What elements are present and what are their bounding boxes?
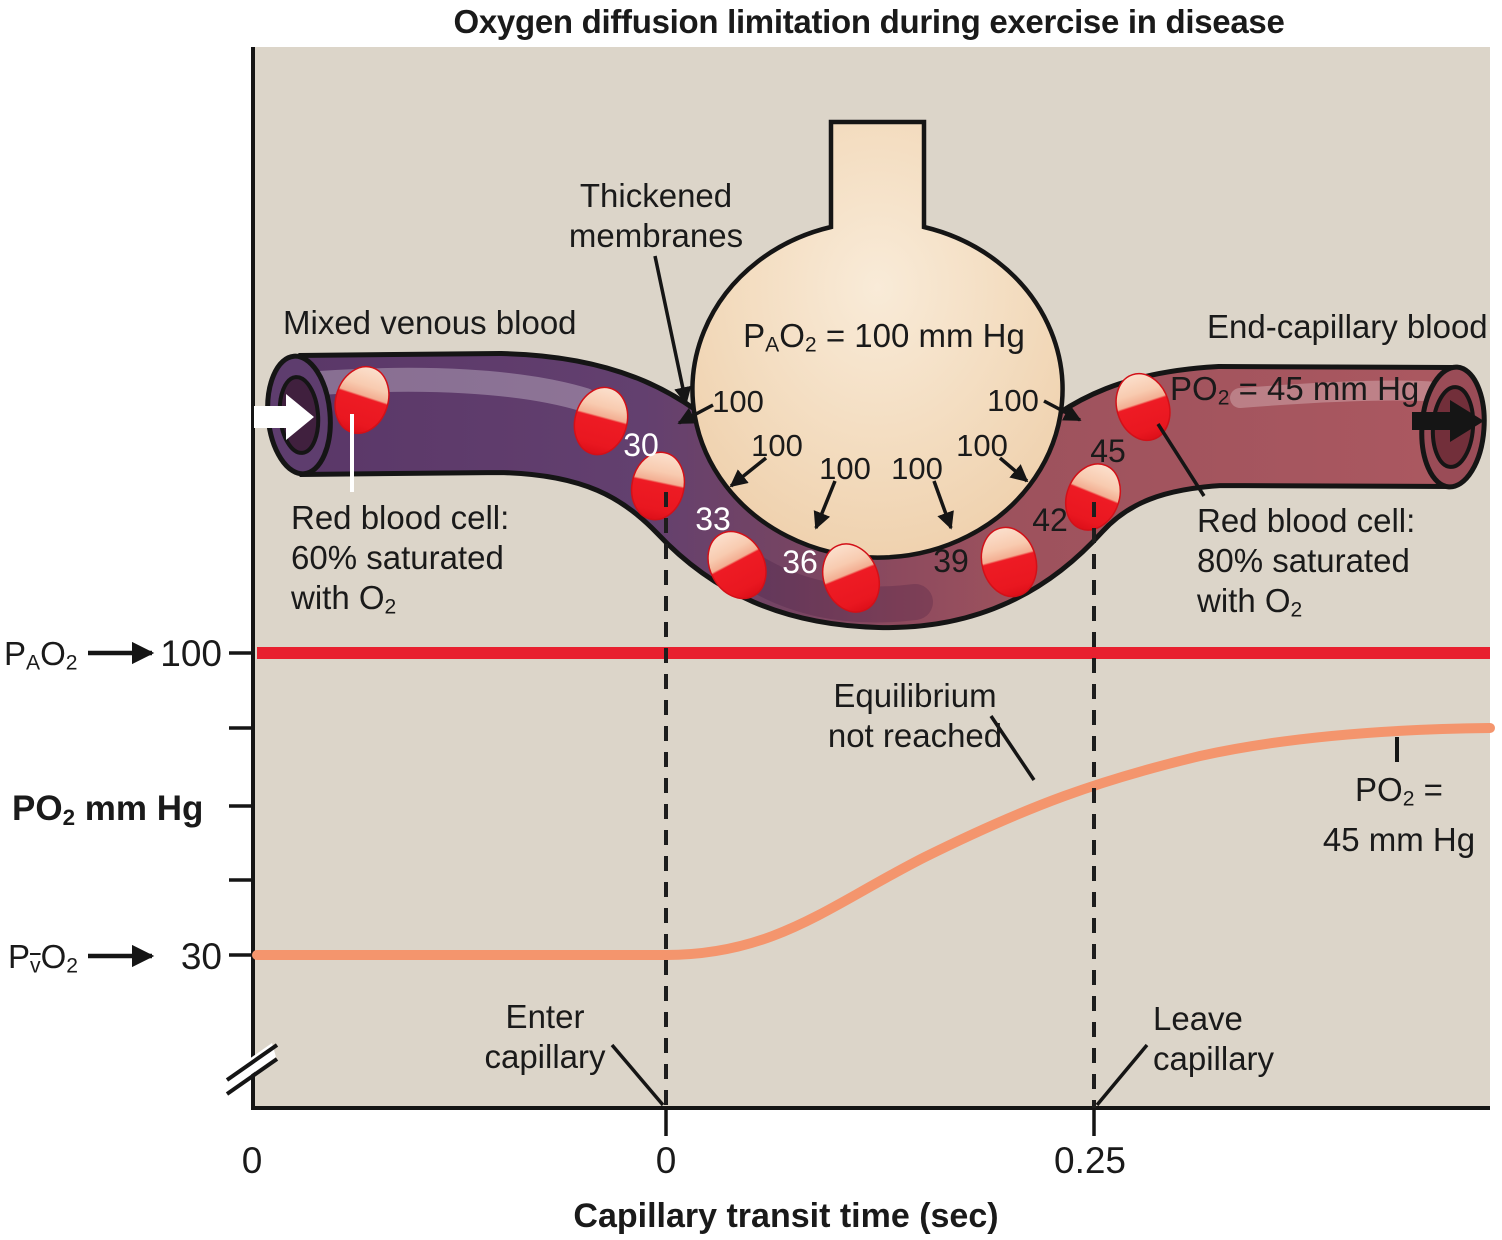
figure-title: Oxygen diffusion limitation during exerc…	[453, 3, 1285, 40]
red-blood-cell	[1115, 372, 1171, 442]
equilibrium-line1: Equilibrium	[833, 677, 997, 714]
diffusion-value-label: 100	[987, 383, 1039, 418]
enter-capillary-pointer-line	[610, 1043, 665, 1107]
pao2-axis-label: PAO2	[4, 635, 78, 675]
end-capillary-po2-label: PO2 = 45 mm Hg	[1170, 370, 1420, 410]
alveolus	[690, 119, 1065, 560]
vessel-highlight-right	[1230, 380, 1448, 408]
cell-po2-value: 30	[623, 427, 659, 463]
capillary-vessel	[298, 350, 1453, 631]
capillary-po2-curve	[252, 723, 1495, 960]
rbc-right-label: Red blood cell: 80% saturated with O2	[1197, 501, 1415, 631]
leave-capillary-line2: capillary	[1153, 1040, 1275, 1077]
rbc-right-line3: with O2	[1197, 582, 1303, 622]
curve-end-line1: PO2 =	[1355, 771, 1443, 811]
rbc-right-line1: Red blood cell:	[1197, 502, 1416, 539]
red-blood-cell	[821, 543, 881, 613]
cell-po2-value: 36	[782, 544, 818, 580]
leave-capillary-pointer-line	[1095, 1043, 1149, 1107]
x-axis-title: Capillary transit time (sec)	[573, 1197, 999, 1235]
red-blood-cell	[707, 530, 767, 600]
equilibrium-line2: not reached	[827, 717, 1003, 754]
enter-capillary-line2: capillary	[484, 1038, 606, 1075]
rbc-right-pointer-line	[1156, 423, 1206, 497]
blood-flow-out-arrow	[1412, 400, 1484, 442]
thickened-membranes-line2: membranes	[568, 217, 744, 254]
diffusion-value-label: 100	[751, 428, 803, 463]
pvo2-tick-value: 30	[180, 936, 222, 977]
enter-capillary-label: Enter capillary	[484, 997, 605, 1077]
curve-end-line2: 45 mm Hg	[1322, 820, 1476, 858]
diffusion-value-label: 100	[891, 451, 943, 486]
blood-flow-in-arrow	[254, 394, 314, 440]
leave-capillary-label: Leave capillary	[1153, 999, 1274, 1079]
leave-capillary-line1: Leave	[1153, 1000, 1243, 1037]
y-axis-break	[222, 1043, 279, 1096]
red-blood-cell	[1064, 463, 1122, 531]
rbc-left-line3: with O2	[291, 579, 397, 619]
red-blood-cell	[980, 526, 1038, 598]
equilibrium-note-label: Equilibrium not reached	[828, 676, 1002, 756]
cell-po2-value: 39	[933, 543, 969, 579]
rbc-left-label: Red blood cell: 60% saturated with O2	[291, 498, 509, 628]
end-capillary-blood-label: End-capillary blood	[1207, 308, 1488, 345]
cell-po2-value: 45	[1090, 433, 1126, 469]
red-blood-cell	[573, 386, 629, 456]
rbc-left-line2: 60% saturated	[291, 539, 504, 576]
pao2-tick-value: 100	[160, 633, 222, 674]
cell-po2-value: 42	[1032, 502, 1068, 538]
oxygen-diffusion-arrows	[677, 399, 1082, 530]
thickened-membranes-arrow	[653, 255, 692, 405]
pvo2-axis-label: PvO2	[8, 938, 78, 978]
diffusion-value-label: 100	[712, 384, 764, 419]
red-blood-cells	[334, 365, 1171, 613]
red-blood-cell	[630, 451, 686, 521]
y-axis-ticks	[229, 651, 251, 957]
enter-capillary-line1: Enter	[505, 998, 585, 1035]
equilibrium-pointer-line	[989, 715, 1036, 781]
rbc-left-line1: Red blood cell:	[291, 499, 510, 536]
thickened-membranes-label: Thickened membranes	[569, 176, 743, 256]
thickened-membranes-line1: Thickened	[579, 177, 733, 214]
mixed-venous-blood-label: Mixed venous blood	[283, 304, 577, 341]
cell-po2-value: 33	[695, 501, 731, 537]
x-tick-label: 0	[241, 1140, 263, 1181]
diffusion-value-label: 100	[956, 428, 1008, 463]
x-tick-label: 0	[655, 1140, 677, 1181]
y-axis-title: PO2 mm Hg	[12, 789, 204, 830]
alveolus-po2-label: PAO2 = 100 mm Hg	[743, 317, 1025, 357]
x-tick-label: 0.25	[1053, 1140, 1127, 1181]
diffusion-value-label: 100	[819, 451, 871, 486]
curve-end-po2-label: PO2 = 45 mm Hg	[1323, 770, 1475, 860]
x-axis-ticks	[664, 1110, 1096, 1136]
rbc-right-line2: 80% saturated	[1197, 542, 1410, 579]
